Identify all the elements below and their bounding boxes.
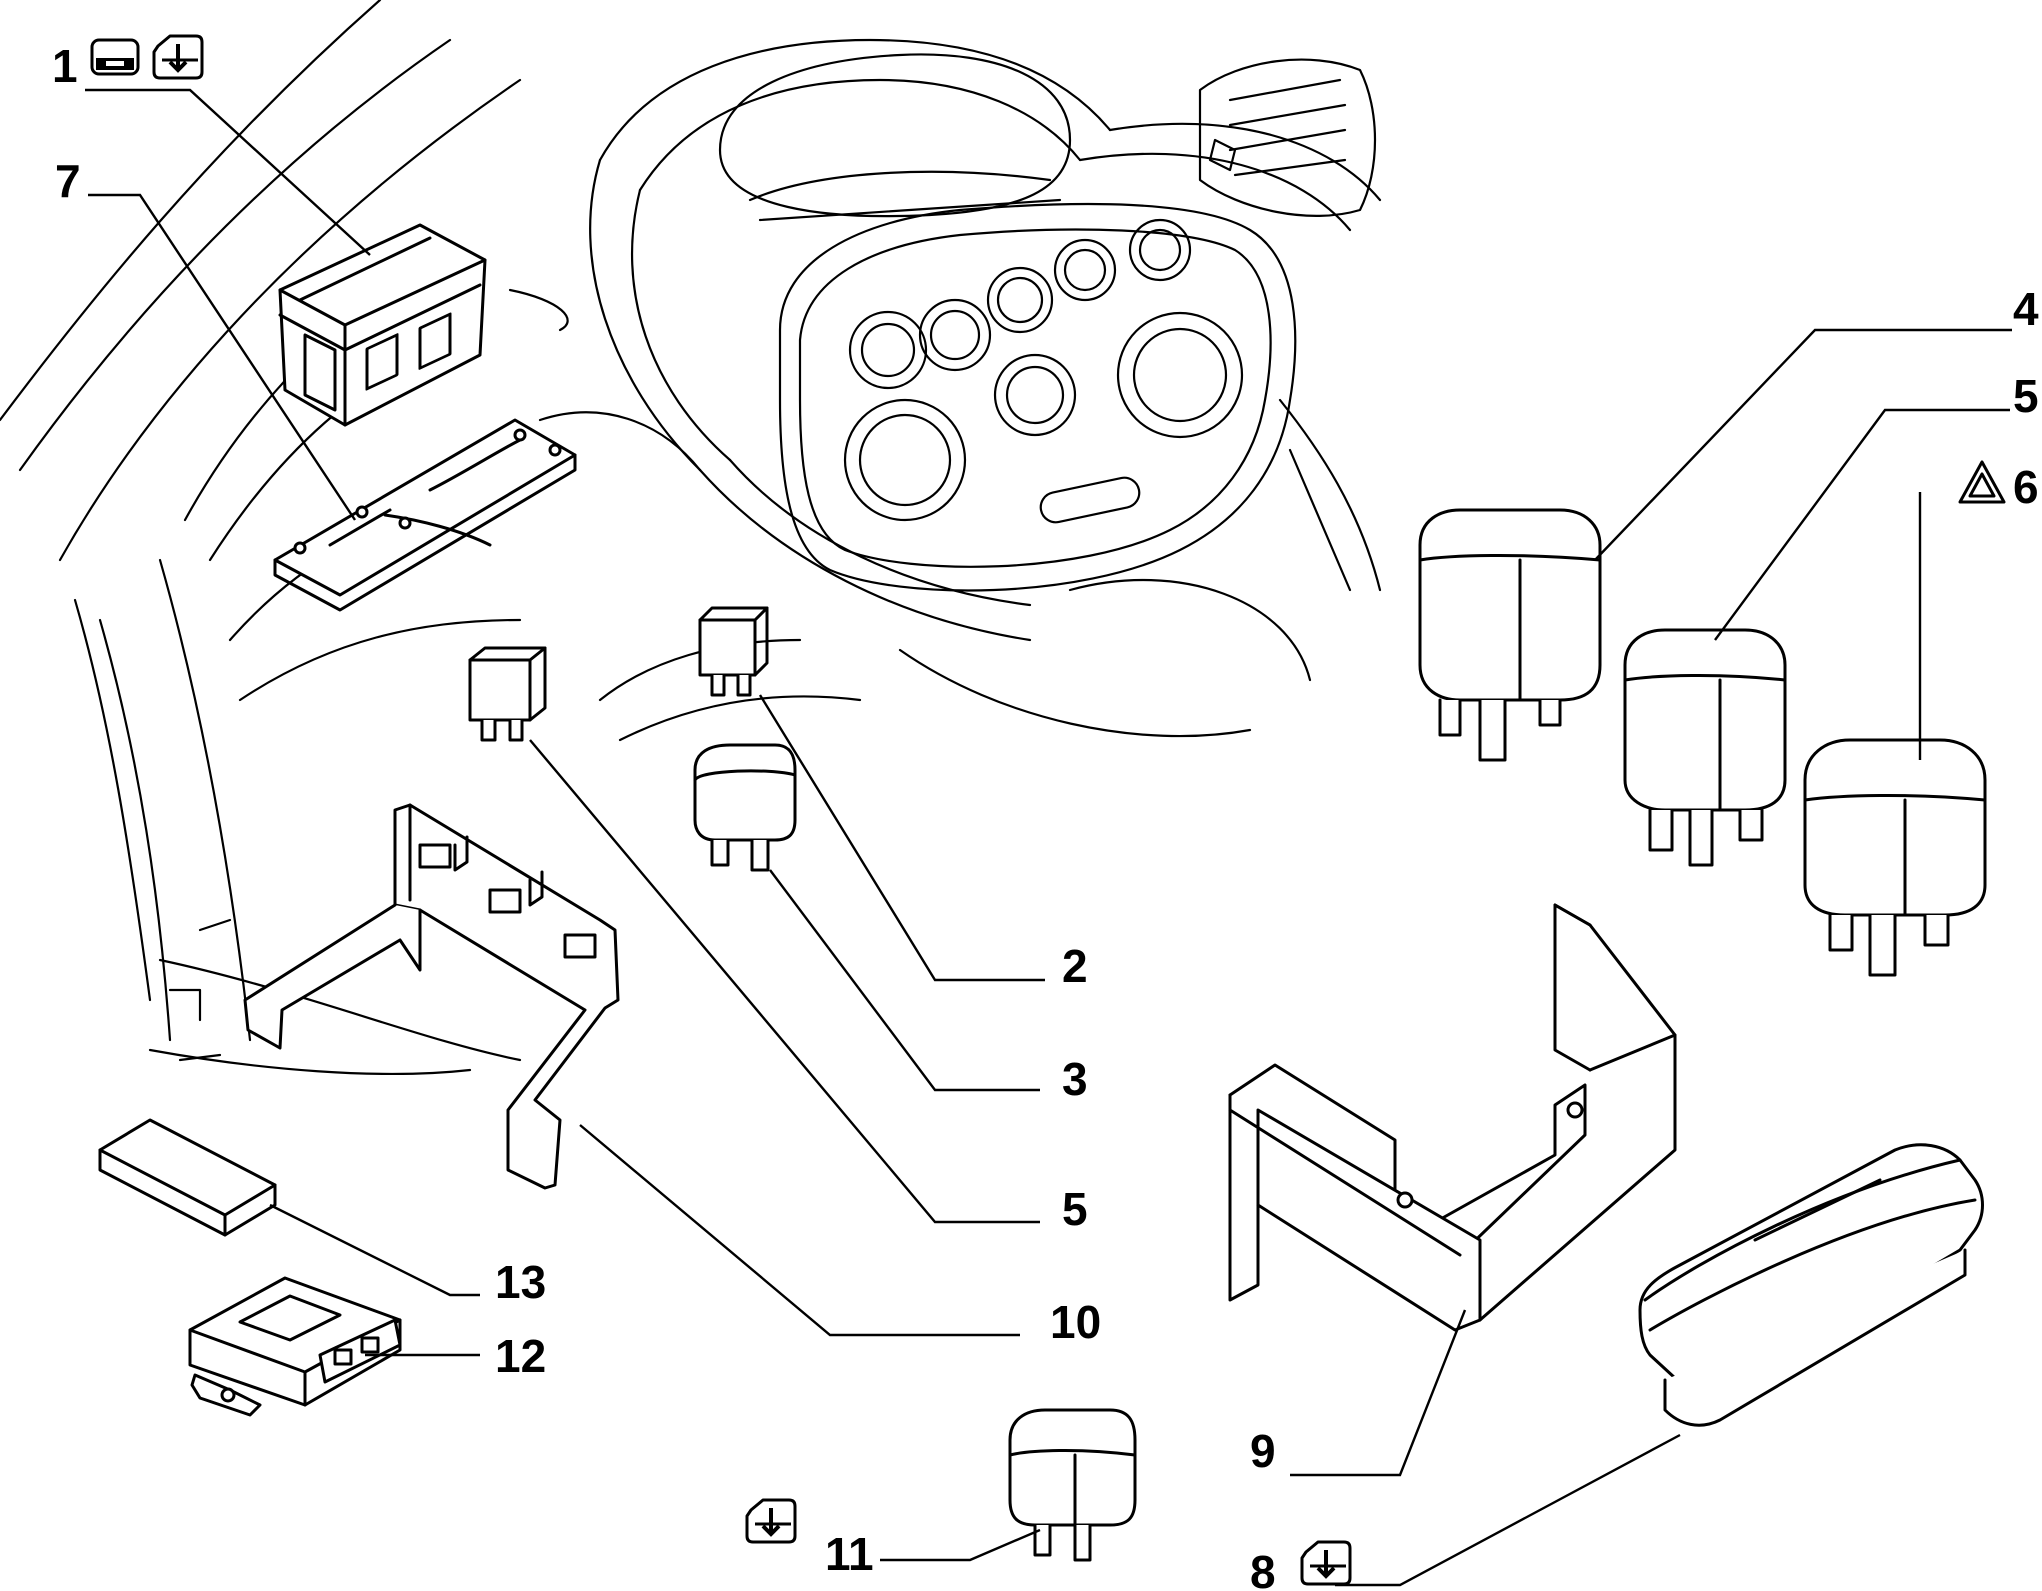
callout-3: 3	[1062, 1053, 1088, 1105]
callout-7: 7	[55, 155, 81, 207]
callout-13: 13	[495, 1256, 546, 1308]
part-1-control-unit	[278, 223, 487, 427]
callout-6: 6	[2013, 461, 2039, 513]
part-4-relay	[1418, 508, 1602, 762]
callout-1: 1	[52, 40, 78, 92]
callout-8: 8	[1250, 1546, 1276, 1591]
callout-5-middle: 5	[1062, 1183, 1088, 1235]
part-13-pad	[98, 1118, 277, 1237]
door-panel-icon-8	[1300, 1540, 1352, 1586]
part-3-relay	[693, 743, 797, 872]
callout-2: 2	[1062, 940, 1088, 992]
door-panel-icon-11	[745, 1498, 797, 1544]
dashboard-background	[0, 0, 1382, 1076]
part-11-relay	[1008, 1408, 1137, 1562]
part-5-relay-large	[1623, 628, 1787, 867]
callout-12: 12	[495, 1330, 546, 1382]
callout-5-right: 5	[2013, 370, 2039, 422]
callout-9: 9	[1250, 1425, 1276, 1477]
part-2-mini-relay	[698, 606, 769, 697]
door-panel-icon	[152, 34, 204, 80]
callout-4: 4	[2013, 283, 2039, 335]
leader-lines	[85, 88, 2012, 1587]
part-9-holder	[1228, 903, 1677, 1332]
callout-11: 11	[825, 1528, 874, 1580]
part-6-relay	[1803, 738, 1987, 977]
part-12-module	[188, 1276, 402, 1417]
part-5-mini-relay	[468, 646, 547, 742]
key-card-icon	[90, 38, 140, 76]
part-8-cover-box	[1638, 1143, 1984, 1427]
callout-10: 10	[1050, 1296, 1101, 1348]
part-10-bracket	[243, 803, 620, 1190]
warning-triangle-icon	[1958, 460, 2006, 504]
part-7-mounting-plate	[273, 418, 577, 612]
